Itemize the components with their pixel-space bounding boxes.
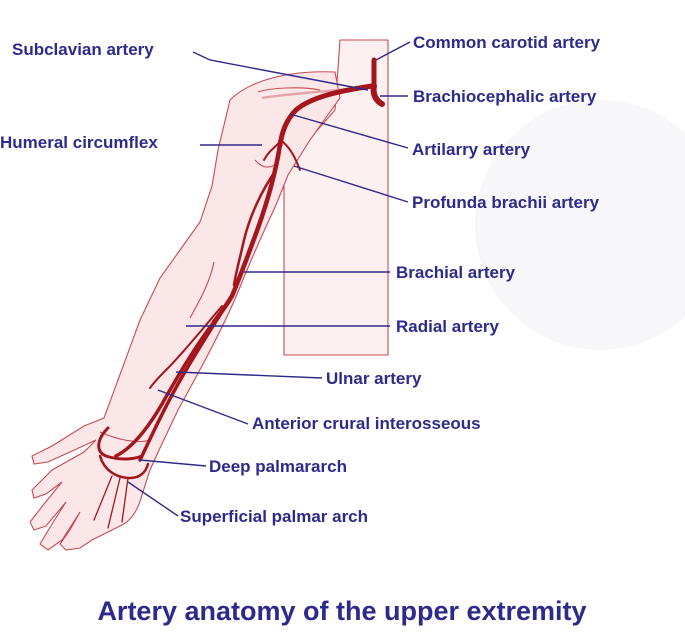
leader-common-carotid	[375, 41, 411, 61]
label-axillary: Artilarry artery	[412, 140, 531, 159]
label-brachial: Brachial artery	[396, 263, 516, 282]
arterial-tree	[93, 57, 385, 529]
ulnar-vessel	[138, 294, 234, 462]
leader-subclavian	[192, 51, 369, 91]
leader-anterior-interosseous	[157, 389, 249, 425]
humeral-circumflex-vessel	[263, 139, 283, 161]
brachiocephalic-vessel	[370, 83, 385, 107]
subclavian-vessel	[277, 83, 375, 148]
leader-axillary	[289, 113, 409, 149]
elbow-crease	[189, 261, 215, 319]
label-humeral-circumflex: Humeral circumflex	[0, 133, 158, 152]
superficial-palmar-arch-vessel	[98, 454, 150, 480]
digital-branch-2	[107, 477, 121, 529]
leader-ulnar	[175, 371, 323, 379]
leader-superficial-palmar	[127, 481, 179, 517]
label-subclavian: Subclavian artery	[12, 40, 154, 59]
leader-deep-palmar	[139, 459, 207, 467]
label-ulnar: Ulnar artery	[326, 369, 422, 388]
leader-profunda-brachii	[293, 165, 409, 203]
label-profunda-brachii: Profunda brachii artery	[412, 193, 600, 212]
label-brachiocephalic: Brachiocephalic artery	[413, 87, 597, 106]
label-radial: Radial artery	[396, 317, 500, 336]
torso-outline	[283, 39, 389, 356]
label-deep-palmar: Deep palmararch	[209, 457, 347, 476]
label-common-carotid: Common carotid artery	[413, 33, 601, 52]
label-superficial-palmar: Superficial palmar arch	[180, 507, 368, 526]
diagram-title: Artery anatomy of the upper extremity	[97, 596, 586, 626]
label-anterior-interosseous: Anterior crural interosseous	[252, 414, 481, 433]
leader-lines	[127, 41, 411, 517]
profunda-brachii-vessel	[232, 168, 278, 287]
deep-palmar-arch-vessel	[97, 426, 144, 461]
digital-branch-1	[93, 475, 113, 521]
shoulder-line	[257, 87, 321, 93]
radial-vessel	[114, 320, 216, 458]
background-circle	[475, 100, 685, 350]
digital-branch-3	[121, 477, 129, 523]
